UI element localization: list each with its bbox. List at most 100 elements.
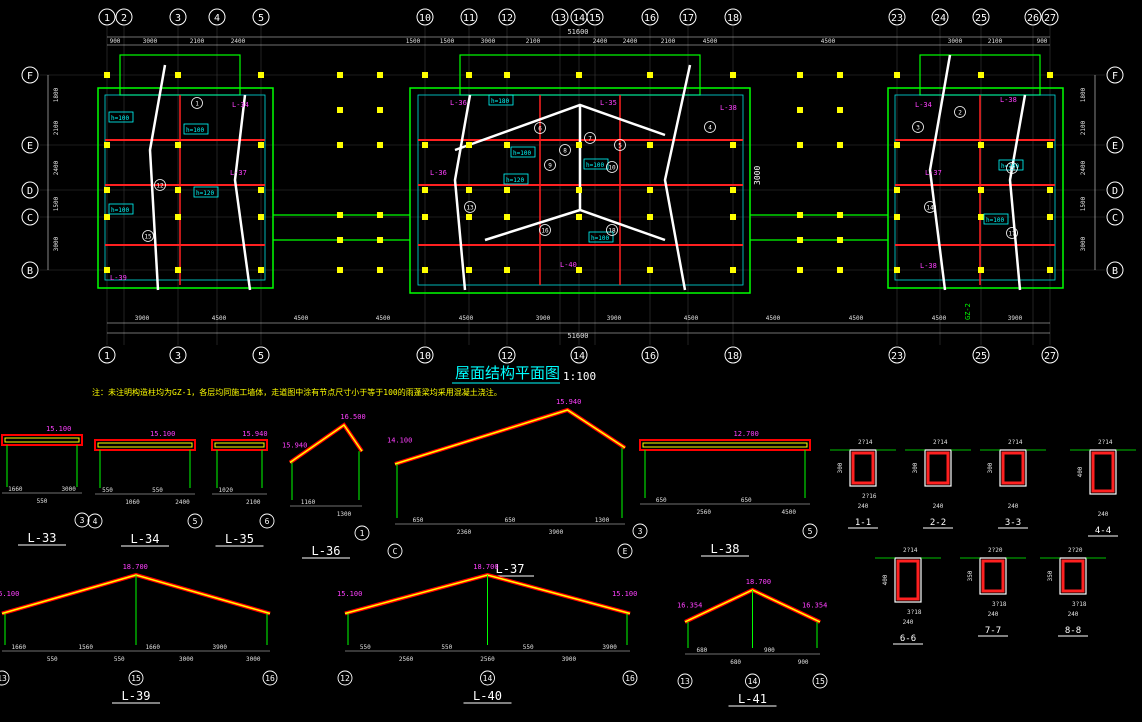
slab-number-circle [559,144,571,156]
section-bottom-rebar: 3?18 [992,601,1007,608]
slab-number-circle [606,224,618,236]
column-marker [1047,187,1053,193]
detail-axis-bubble [0,670,10,686]
section-title: 8-8 [1065,626,1081,636]
detail-axis-label: 16 [265,674,275,683]
axis-label-bottom: 14 [573,351,585,362]
column-marker [377,267,383,273]
axis-label-top: 4 [214,13,220,24]
column-marker [504,72,510,78]
left-block-wall [97,87,274,289]
column-marker [104,187,110,193]
dim-top: 900 [1037,38,1048,45]
axis-label-top: 24 [934,13,946,24]
column-marker [837,107,843,113]
detail-dim: 3900 [549,529,564,536]
column-marker [258,267,264,273]
dim-right: 2400 [1080,160,1087,175]
detail-dim: 900 [798,659,809,666]
slab-number: 7 [588,136,592,143]
axis-label-bottom: 10 [419,351,431,362]
dim-top: 4500 [703,38,718,45]
section-height: 350 [967,570,974,581]
axis-label-bottom: 23 [891,351,903,362]
detail-dim: 550 [523,644,534,651]
section-title: 3-3 [1005,518,1021,528]
section-stirrup [1091,451,1115,493]
detail-dim: 2560 [480,656,495,663]
column-marker [647,214,653,220]
axis-label-row: D [27,186,33,197]
slab-number-circle [912,121,924,133]
column-marker [894,214,900,220]
column-marker [377,107,383,113]
axis-bubble-top [252,8,270,26]
column-marker [466,72,472,78]
callout-text: h=100 [111,115,129,122]
detail-dim: 550 [114,656,125,663]
detail-axis-label: 5 [193,517,198,526]
section-stirrup [1001,451,1025,485]
cross-sections: 2?142?163002401-12?143002402-22?14300240… [830,439,1136,645]
axis-bubble-top [931,8,949,26]
detail-axis-bubble [480,670,495,686]
slab-number-circle [191,97,203,109]
detail-axis-bubble [87,513,103,529]
callout-text: h=100 [111,207,129,214]
slab-number: 1 [195,101,199,108]
detail-dim: 1660 [146,644,161,651]
dim-top: 2100 [988,38,1003,45]
callout-text: h=120 [196,190,214,197]
axis-bubble-bottom [169,346,187,364]
callout-text: h=180 [491,98,509,105]
column-marker [175,267,181,273]
slab-number-circle [464,201,476,213]
beam-label: L-37 [925,169,942,177]
detail-dim: 550 [441,644,452,651]
detail-axis-label: 3 [80,516,85,525]
column-marker [647,187,653,193]
detail-elevation: 16.500 [340,413,365,421]
slab-number-circle [534,122,546,134]
dim-bottom: 4500 [376,315,391,322]
axis-label-row: F [27,71,33,82]
dim-top: 2400 [593,38,608,45]
column-marker [337,237,343,243]
axis-label-bottom: 25 [975,351,987,362]
slab-number-circle [584,132,596,144]
section-height: 400 [882,574,889,585]
section-height: 300 [837,462,844,473]
detail-title: L-33 [28,531,57,545]
callout-box [108,111,134,123]
column-marker [466,187,472,193]
column-marker [466,142,472,148]
detail-dim: 2560 [697,509,712,516]
beam-label: L-34 [232,101,249,109]
axis-label-top: 16 [644,13,656,24]
section-top-rebar: 2?14 [903,547,918,554]
section-outline [1089,449,1117,495]
plan-note: 注：未注明构造柱均为GZ-1，各层均同施工墙体，走道图中涂有节点尺寸小于等于10… [92,387,502,397]
detail-axis-label: C [393,547,398,556]
column-marker [894,72,900,78]
column-marker [894,187,900,193]
axis-bubble-top [972,8,990,26]
column-marker [647,72,653,78]
dim-top: 2400 [623,38,638,45]
column-marker [1047,142,1053,148]
detail-axis-label: 15 [815,677,825,686]
section-bottom-rebar: 3?18 [907,609,922,616]
detail-axis-bubble [745,673,760,689]
beam-label: L-38 [920,262,937,270]
dim-top: 2100 [190,38,205,45]
column-marker [337,267,343,273]
section-top-rebar: 2?20 [1068,547,1083,554]
roof-ridge-lines [148,54,1027,291]
